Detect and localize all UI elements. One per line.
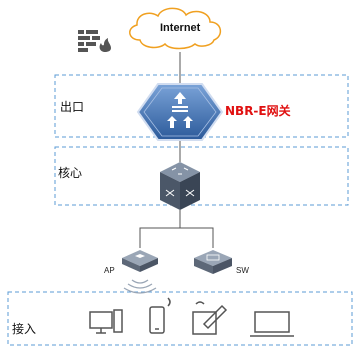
zone-label-core: 核心 [58,166,83,180]
laptop-icon [250,311,294,337]
cloud-label: Internet [160,22,201,34]
core-switch-icon [160,162,200,210]
link-core-ap [139,210,181,248]
ap-label: AP [104,266,115,275]
access-point-icon [122,250,158,272]
zone-label-egress: 出口 [60,100,85,114]
zone-label-access: 接入 [12,322,37,336]
phone-icon [149,297,171,334]
switch-icon [194,250,232,274]
router-label: NBR-E网关 [225,104,291,118]
zone-access-box [7,291,353,346]
desktop-icon [89,309,123,334]
cloud-icon [129,7,222,50]
link-core-switch [180,227,214,248]
firewall-icon [78,30,111,52]
tablet-icon [192,301,228,335]
router-icon [136,83,224,141]
zone-core-box [54,146,349,206]
switch-label: SW [236,266,249,275]
zone-egress-box [54,74,349,138]
wifi-icon [123,279,157,294]
